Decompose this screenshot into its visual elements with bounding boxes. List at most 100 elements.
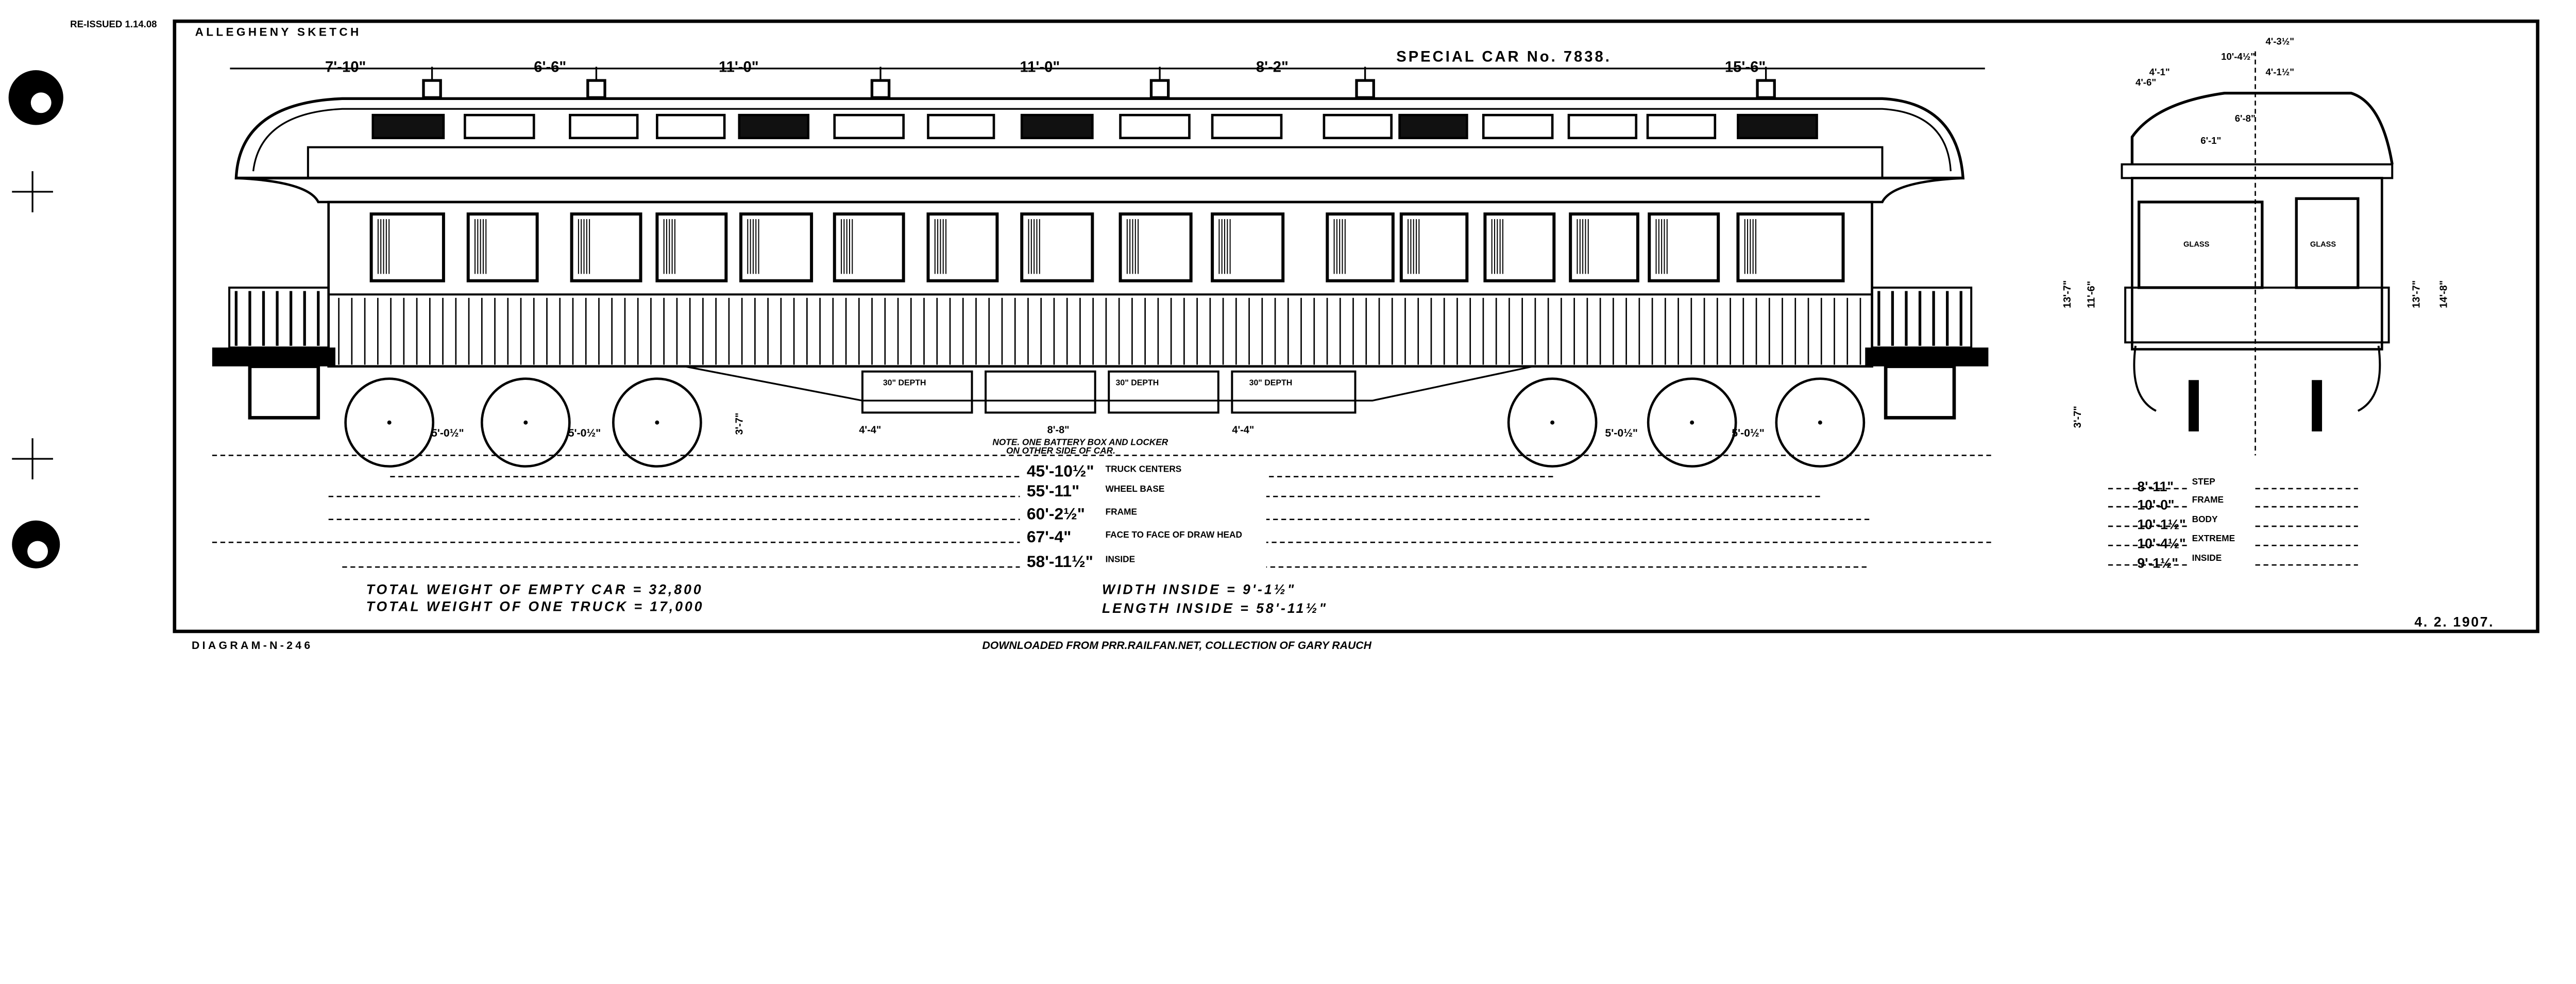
length-value: 60'-2½" [1027,505,1085,523]
dim-text: 3'-7" [2072,406,2083,428]
width-value: 10'-1½" [2137,516,2185,532]
clerestory-window [464,113,535,140]
crosshair-icon [12,171,53,479]
dim-text: 4'-4" [1232,424,1254,436]
body-window [1326,212,1395,282]
dim-text: 5'-0½" [568,427,601,439]
clerestory-window [927,113,995,140]
length-label: INSIDE [1106,554,1136,564]
dim-text: 8'-8" [1047,424,1070,436]
width-inside: WIDTH INSIDE = 9'-1½" [1102,582,1296,597]
dim-text: 6'-8" [2235,113,2256,124]
width-label: BODY [2192,514,2218,524]
dim-text: 11'-6" [2086,281,2097,308]
axle [1550,420,1555,425]
registration-marks [8,70,63,569]
railing-left [228,286,330,349]
steps-left [248,364,320,420]
body-window [1569,212,1639,282]
dim-text: 5'-0½" [1605,427,1638,439]
body-window [1648,212,1720,282]
battery-box [985,370,1096,414]
body-window [1399,212,1469,282]
dim-text: 5'-0½" [1732,427,1765,439]
sheet-border [173,19,2539,633]
car-body [327,201,1873,368]
box-label: 30" DEPTH [1116,378,1159,387]
axle [387,420,392,425]
drawing-sheet: RE-ISSUED 1.14.08 ALLEGHENY SKETCH 7'-10… [8,19,2539,652]
length-label: WHEEL BASE [1106,483,1165,494]
clerestory-window [1323,113,1393,140]
truck-weight: TOTAL WEIGHT OF ONE TRUCK = 17,000 [366,599,704,614]
sheet-title: ALLEGHENY SKETCH [195,26,362,39]
width-value: 9'-1½" [2137,555,2178,571]
width-label: FRAME [2192,494,2224,505]
dim-text: 5'-0½" [431,427,464,439]
dim-text: 4'-1½" [2265,66,2294,77]
dim-text: 4'-3½" [2265,36,2294,46]
length-value: 58'-11½" [1027,552,1093,571]
body-window [926,212,999,282]
box-label: 30" DEPTH [883,378,926,387]
body-window [570,212,642,282]
battery-box [1108,370,1219,414]
label-backing [1020,504,1266,525]
body-window [1211,212,1285,282]
dim-text: 7'-10" [325,59,366,75]
roof-vent-icon [422,79,442,99]
clerestory-window [1567,113,1638,140]
glass-label: GLASS [2183,240,2210,248]
width-label: STEP [2192,476,2215,487]
axle [1818,420,1822,425]
dim-text: 6'-6" [534,59,566,75]
empty-car-weight: TOTAL WEIGHT OF EMPTY CAR = 32,800 [366,582,703,597]
body-window [1736,212,1845,282]
body-window [1483,212,1556,282]
width-value: 10'-4½" [2137,536,2185,551]
roof-vent-icon [870,79,891,99]
width-label: INSIDE [2192,553,2222,563]
axle [523,420,528,425]
clerestory-window [1646,113,1717,140]
clerestory-window [1482,113,1554,140]
body-window [833,212,905,282]
clerestory-window [738,113,810,140]
battery-box [1231,370,1357,414]
roof-vent-icon [1149,79,1170,99]
end-elevation: GLASS GLASS 4'-3½" 10'-4½" 4'-1" 4'-1½" … [2062,36,2450,456]
note-text: NOTE. ONE BATTERY BOX AND LOCKER [992,437,1168,447]
width-label: EXTREME [2192,533,2235,543]
roof-vent-icon [586,79,606,99]
box-label: 30" DEPTH [1249,378,1293,387]
clerestory-window [1119,113,1191,140]
car-roof [234,97,1965,180]
axle [1690,420,1694,425]
dim-text: 4'-1" [2149,66,2170,77]
side-elevation: 30" DEPTH 30" DEPTH 30" DEPTH 4'-4" 8'-8… [212,66,1992,468]
width-value: 8'-11" [2137,479,2174,494]
clerestory-window [1211,113,1283,140]
glass-label: GLASS [2310,240,2336,248]
diagram-number: DIAGRAM-N-246 [192,639,313,652]
dim-text: 15'-6" [1725,59,1766,75]
length-label: FACE TO FACE OF DRAW HEAD [1106,529,1242,540]
roof-vent-icon [1355,79,1375,99]
battery-box [861,370,973,414]
car-name: SPECIAL CAR No. 7838. [1396,49,1612,65]
width-value: 10'-0" [2137,497,2174,512]
steps-right [1884,364,1956,420]
credit-line: DOWNLOADED FROM PRR.RAILFAN.NET, COLLECT… [982,639,1371,652]
width-dimensions: 8'-11" STEP 10'-0" FRAME 10'-1½" BODY 10'-4½" E… [2108,476,2358,571]
clerestory-window [569,113,639,140]
clerestory-window [656,113,726,140]
length-value: 55'-11" [1027,481,1079,500]
top-dimensions: 7'-10" 6'-6" 11'-0" 11'-0" 8'-2" SPECIAL… [230,49,1985,75]
length-label: TRUCK CENTERS [1106,463,1182,474]
label-backing [1020,461,1266,482]
note-text: ON OTHER SIDE OF CAR. [1006,445,1115,456]
drawing-date: 4. 2. 1907. [2414,614,2494,630]
clerestory-window [1020,113,1094,140]
clerestory-window [1398,113,1468,140]
